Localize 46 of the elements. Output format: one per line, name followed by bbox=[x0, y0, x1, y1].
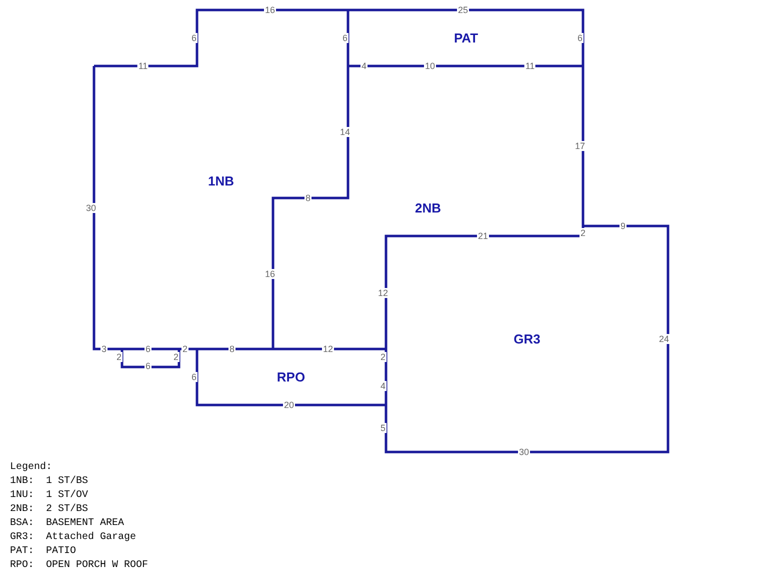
dimension-label: 4 bbox=[380, 381, 386, 391]
dimension-label: 20 bbox=[283, 400, 295, 410]
area-code-label: GR3 bbox=[514, 332, 540, 346]
dimension-label: 5 bbox=[380, 423, 386, 433]
legend-entry: 1NB: 1 ST/BS bbox=[10, 475, 88, 489]
dimension-label: 6 bbox=[190, 33, 198, 43]
legend-entry: 2NB: 2 ST/BS bbox=[10, 503, 88, 517]
dimension-label: 2 bbox=[380, 352, 386, 362]
dimension-label: 9 bbox=[620, 221, 626, 231]
dimension-label: 4 bbox=[360, 61, 368, 71]
dimension-label: 6 bbox=[144, 361, 152, 371]
dimension-label: 11 bbox=[524, 61, 536, 71]
dimension-label: 6 bbox=[190, 372, 198, 382]
area-code-label: 1NB bbox=[208, 174, 234, 188]
dimension-label: 2 bbox=[580, 228, 586, 238]
dimension-label: 12 bbox=[322, 344, 334, 354]
dimension-label: 2 bbox=[182, 344, 188, 354]
dimension-label: 2 bbox=[116, 352, 122, 362]
dimension-label: 16 bbox=[264, 5, 276, 15]
dimension-label: 6 bbox=[576, 33, 584, 43]
legend-entry: GR3: Attached Garage bbox=[10, 531, 136, 545]
dimension-label: 30 bbox=[518, 447, 530, 457]
legend-entry: 1NU: 1 ST/OV bbox=[10, 489, 88, 503]
area-code-label: RPO bbox=[276, 370, 306, 384]
legend-entry: RPO: OPEN PORCH W ROOF bbox=[10, 559, 148, 573]
area-code-label: 2NB bbox=[415, 200, 441, 216]
dimension-label: 2 bbox=[172, 352, 180, 362]
dimension-label: 11 bbox=[137, 61, 149, 71]
legend-entry: BSA: BASEMENT AREA bbox=[10, 517, 124, 531]
legend-entry: PAT: PATIO bbox=[10, 545, 76, 559]
dimension-label: 6 bbox=[342, 33, 348, 43]
dimension-label: 16 bbox=[264, 269, 276, 279]
dimension-label: 10 bbox=[424, 61, 436, 71]
dimension-label: 3 bbox=[100, 344, 108, 354]
area-code-label: PAT bbox=[454, 30, 478, 46]
dimension-label: 21 bbox=[477, 231, 489, 241]
dimension-label: 14 bbox=[339, 127, 351, 137]
dimension-label: 8 bbox=[304, 193, 312, 203]
dimension-label: 8 bbox=[228, 344, 236, 354]
dimension-label: 25 bbox=[457, 5, 469, 15]
legend-heading: Legend: bbox=[10, 461, 52, 475]
dimension-label: 24 bbox=[658, 334, 670, 344]
dimension-label: 12 bbox=[377, 288, 389, 298]
dimension-label: 17 bbox=[574, 141, 586, 151]
dimension-label: 30 bbox=[85, 203, 97, 213]
dimension-label: 6 bbox=[144, 344, 152, 354]
